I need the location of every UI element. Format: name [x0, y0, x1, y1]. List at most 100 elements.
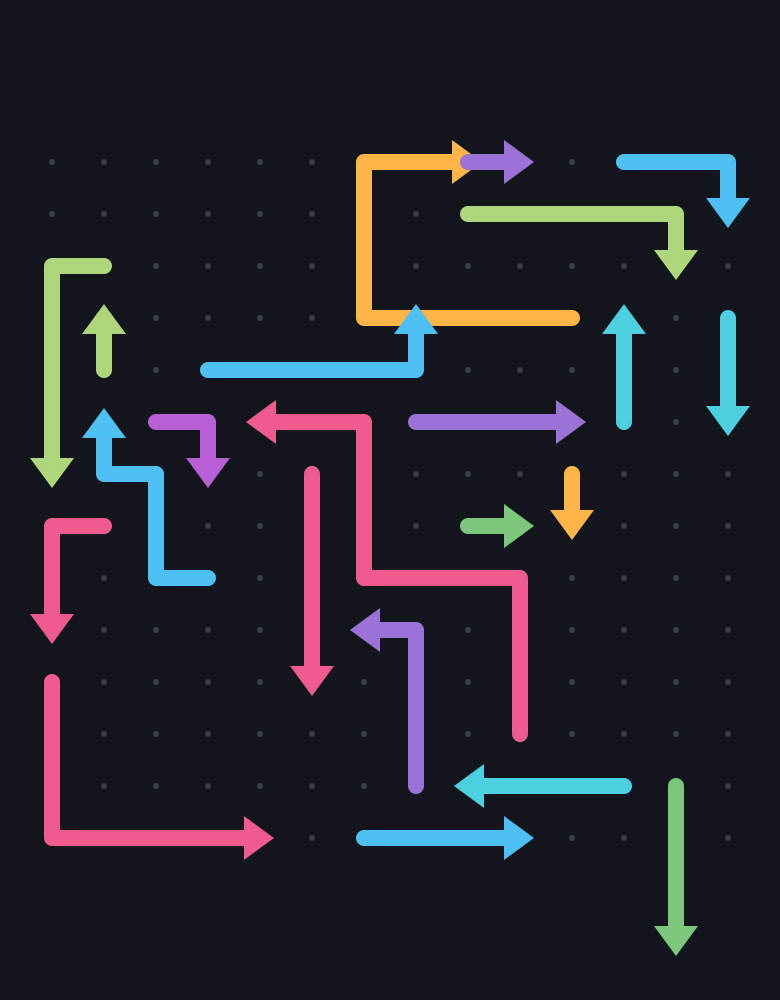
arrow-shaft[interactable]	[96, 428, 216, 586]
arrow-head-down-icon[interactable]	[186, 458, 230, 488]
arrow-head-down-icon[interactable]	[290, 666, 334, 696]
grid-dot	[621, 835, 627, 841]
grid-dot	[517, 263, 523, 269]
arrow-head-down-icon[interactable]	[550, 510, 594, 540]
arrow-head-right-icon[interactable]	[556, 400, 586, 444]
grid-dot	[569, 367, 575, 373]
grid-dot	[257, 783, 263, 789]
grid-dot	[569, 627, 575, 633]
grid-dot	[517, 471, 523, 477]
grid-dot	[309, 159, 315, 165]
grid-dot	[725, 471, 731, 477]
grid-dot	[517, 367, 523, 373]
arrow-head-down-icon[interactable]	[654, 926, 698, 956]
arrow-cyan-right-down[interactable]	[706, 310, 750, 436]
arrow-shaft[interactable]	[148, 414, 216, 468]
grid-dot	[465, 471, 471, 477]
arrow-purple-lower[interactable]	[350, 608, 424, 794]
arrow-blue-left[interactable]	[82, 408, 216, 586]
grid-dot	[569, 731, 575, 737]
arrow-shaft[interactable]	[44, 674, 254, 846]
arrow-pink-left-short[interactable]	[30, 518, 112, 644]
grid-dot	[257, 159, 263, 165]
arrow-shaft[interactable]	[460, 206, 684, 260]
grid-dot	[101, 211, 107, 217]
grid-dot	[413, 263, 419, 269]
arrow-head-down-icon[interactable]	[30, 614, 74, 644]
arrow-pink-down[interactable]	[290, 466, 334, 696]
arrow-lime-top[interactable]	[460, 206, 698, 280]
arrow-shaft[interactable]	[266, 414, 528, 742]
grid-dot	[465, 679, 471, 685]
arrow-head-up-icon[interactable]	[394, 304, 438, 334]
arrows-layer	[30, 140, 750, 956]
arrow-shaft[interactable]	[44, 518, 112, 624]
grid-dot	[257, 679, 263, 685]
arrow-head-down-icon[interactable]	[30, 458, 74, 488]
grid-dot	[413, 211, 419, 217]
grid-dot	[257, 315, 263, 321]
arrow-head-right-icon[interactable]	[504, 816, 534, 860]
grid-dot	[569, 835, 575, 841]
grid-dot	[673, 367, 679, 373]
grid-dot	[725, 263, 731, 269]
grid-dot	[101, 575, 107, 581]
grid-dot	[101, 627, 107, 633]
grid-dot	[205, 627, 211, 633]
grid-dot	[725, 627, 731, 633]
grid-dot	[205, 731, 211, 737]
grid-dot	[153, 679, 159, 685]
grid-dot	[361, 679, 367, 685]
arrow-shaft[interactable]	[44, 258, 112, 468]
grid-dot	[309, 263, 315, 269]
arrow-green-bottom[interactable]	[654, 778, 698, 956]
arrow-shaft[interactable]	[356, 154, 580, 326]
grid-dot	[309, 731, 315, 737]
grid-dot	[205, 159, 211, 165]
grid-dot	[569, 159, 575, 165]
arrow-head-up-icon[interactable]	[82, 408, 126, 438]
arrow-blue-top-right[interactable]	[616, 154, 750, 228]
grid-dot	[725, 731, 731, 737]
arrow-head-right-icon[interactable]	[504, 140, 534, 184]
arrow-shaft[interactable]	[200, 324, 424, 378]
arrow-cyan-up[interactable]	[602, 304, 646, 430]
arrow-green-small[interactable]	[460, 504, 534, 548]
arrow-shaft[interactable]	[370, 622, 424, 794]
arrow-cyan-lower[interactable]	[454, 764, 632, 808]
arrow-pink-center[interactable]	[246, 400, 528, 742]
grid-dot	[309, 783, 315, 789]
arrow-head-left-icon[interactable]	[246, 400, 276, 444]
arrow-orange-down[interactable]	[550, 466, 594, 540]
arrow-lime-left-short[interactable]	[82, 304, 126, 378]
grid-dot	[569, 679, 575, 685]
grid-dot	[257, 523, 263, 529]
arrow-head-right-icon[interactable]	[244, 816, 274, 860]
arrow-blue-middle[interactable]	[200, 304, 438, 378]
arrow-head-left-icon[interactable]	[350, 608, 380, 652]
arrow-shaft[interactable]	[616, 154, 736, 208]
grid-dot	[153, 367, 159, 373]
arrow-purple-top[interactable]	[460, 140, 534, 184]
grid-dot	[673, 471, 679, 477]
grid-dot	[673, 419, 679, 425]
grid-dot	[465, 263, 471, 269]
grid-dot	[205, 315, 211, 321]
arrow-pink-bottom[interactable]	[44, 674, 274, 860]
grid-dot	[621, 523, 627, 529]
arrow-head-right-icon[interactable]	[504, 504, 534, 548]
arrow-head-up-icon[interactable]	[602, 304, 646, 334]
arrow-head-down-icon[interactable]	[654, 250, 698, 280]
arrow-purple-middle[interactable]	[408, 400, 586, 444]
grid-dot	[673, 523, 679, 529]
arrow-magenta-small[interactable]	[148, 414, 230, 488]
arrow-head-down-icon[interactable]	[706, 406, 750, 436]
grid-dot	[257, 471, 263, 477]
arrow-head-left-icon[interactable]	[454, 764, 484, 808]
grid-dot	[153, 783, 159, 789]
arrow-head-up-icon[interactable]	[82, 304, 126, 334]
arrow-blue-bottom[interactable]	[356, 816, 534, 860]
arrow-lime-left-long[interactable]	[30, 258, 112, 488]
arrow-head-down-icon[interactable]	[706, 198, 750, 228]
grid-dot	[673, 315, 679, 321]
